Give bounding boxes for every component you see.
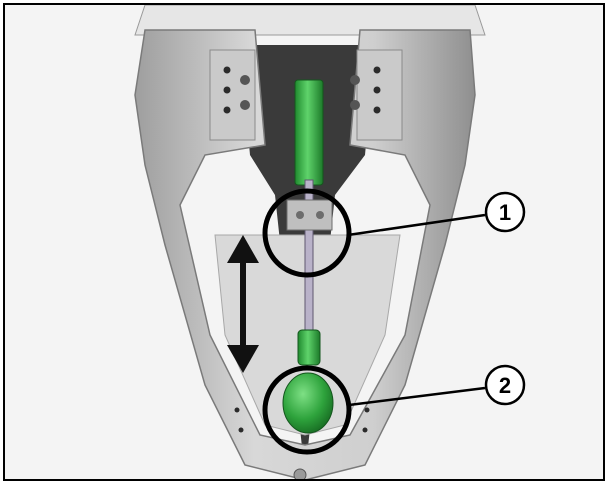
clamp-bolt [316, 211, 324, 219]
callout-badge-2 [484, 364, 526, 406]
top-plate [134, 5, 486, 36]
v-frame [134, 29, 476, 479]
highlight-circle-2 [262, 365, 352, 455]
end-fitting [282, 372, 334, 434]
double-arrow [227, 235, 259, 373]
clamp-bolt [296, 211, 304, 219]
callout-number-2: 2 [499, 373, 511, 398]
cylinder-body [294, 79, 324, 186]
callout-badge-1 [484, 191, 526, 233]
leader-line-2 [348, 386, 486, 407]
bottom-bolt [293, 468, 307, 479]
highlight-circle-1 [262, 188, 352, 278]
callout-number-1: 1 [499, 200, 511, 225]
right-bracket [356, 49, 403, 141]
bracket-holes [223, 66, 381, 433]
machine-photo: 1 2 [5, 5, 603, 479]
rod-clevis [297, 329, 321, 366]
figure-frame: 1 2 [3, 3, 605, 481]
rod-clamp [286, 199, 333, 231]
leader-line-1 [347, 213, 486, 237]
left-bracket [209, 49, 256, 141]
